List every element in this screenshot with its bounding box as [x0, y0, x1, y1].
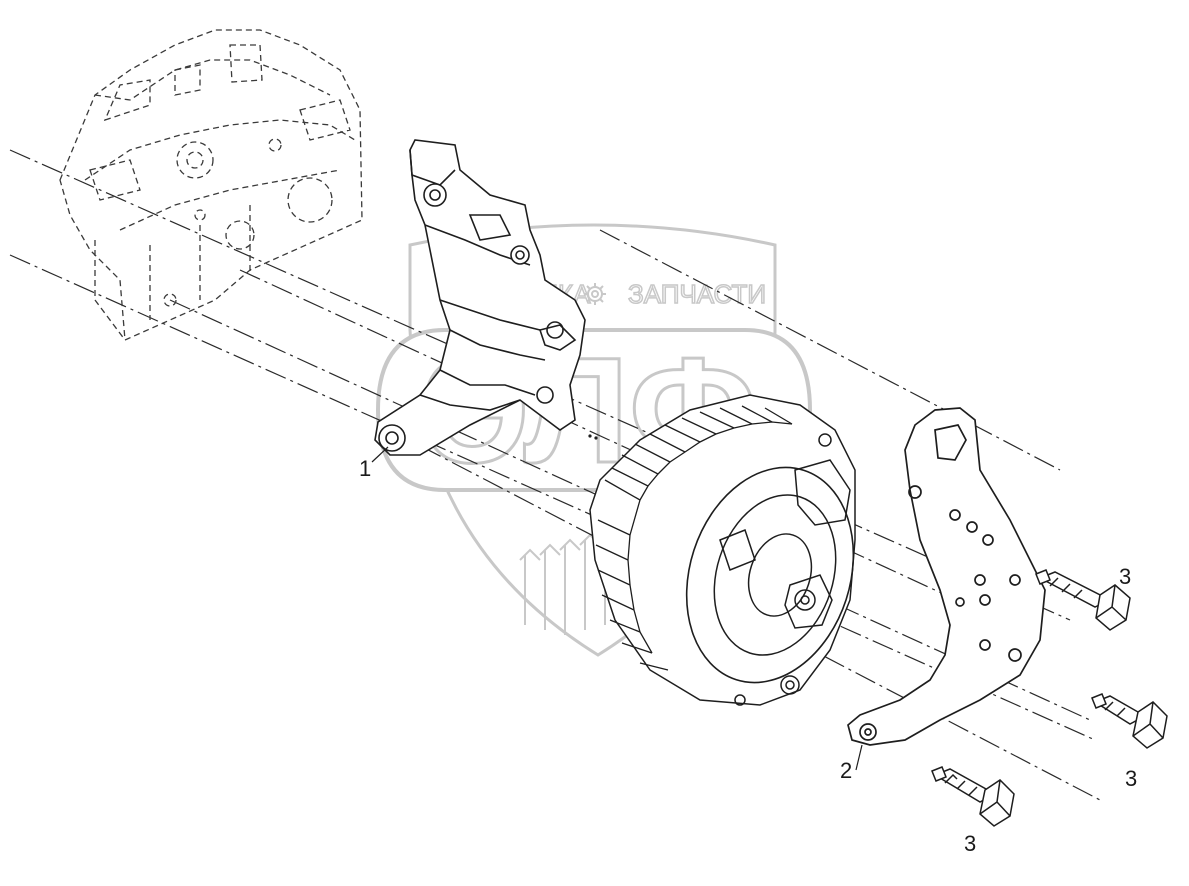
part-3-bolt-upper [1035, 569, 1131, 631]
part-2-plate-bracket [847, 407, 1046, 746]
callout-1: 1 [359, 456, 372, 481]
leader-lines [371, 446, 863, 771]
callout-3-lower: 3 [964, 831, 977, 856]
part-3-bolt-lower [931, 766, 1015, 827]
detail-marks [588, 434, 598, 440]
gear-icon [584, 283, 606, 305]
part-1-bracket [374, 139, 586, 456]
watermark-text-right: ЗАПЧАСТИ [628, 279, 766, 309]
callout-3-middle: 3 [1125, 766, 1138, 791]
callout-2: 2 [840, 758, 853, 783]
part-3-bolt-middle [1091, 693, 1168, 749]
engine-block [59, 29, 363, 341]
alternator [589, 394, 856, 706]
callout-3-upper: 3 [1119, 564, 1132, 589]
